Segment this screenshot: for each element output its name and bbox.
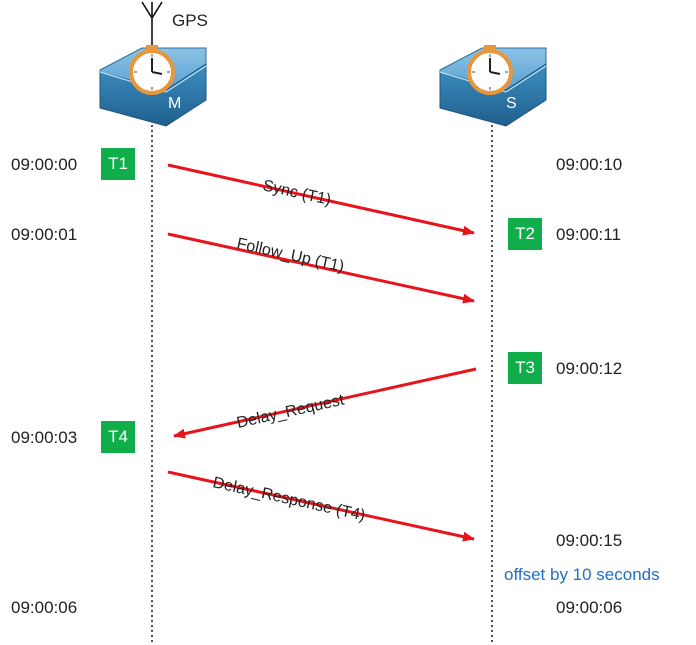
follow-up-message: Follow_Up (T1): [167, 232, 475, 304]
t1-badge: T1: [101, 148, 135, 180]
delay-request-label: Delay_Request: [235, 392, 346, 432]
t4-badge: T4: [101, 421, 135, 453]
slave-clock-device-icon: S: [439, 45, 547, 127]
sync-label: Sync (T1): [261, 177, 332, 209]
master-time-end: 09:00:06: [11, 598, 78, 617]
delay-request-message: Delay_Request: [173, 367, 477, 439]
t2-badge: T2: [508, 218, 542, 250]
master-clock-device-icon: M: [99, 45, 207, 127]
offset-note: offset by 10 seconds: [504, 565, 660, 584]
slave-time-delay-response: 09:00:15: [556, 531, 623, 550]
master-time-delay-request: 09:00:03: [11, 428, 78, 447]
t3-badge: T3: [508, 352, 542, 384]
slave-time-t2: 09:00:11: [556, 225, 621, 244]
gps-label: GPS: [172, 11, 208, 30]
master-letter: M: [168, 95, 181, 112]
delay-response-label: Delay_Response (T4): [211, 474, 367, 524]
slave-time-t3: 09:00:12: [556, 359, 623, 378]
slave-letter: S: [506, 95, 517, 112]
follow-up-label: Follow_Up (T1): [235, 235, 345, 275]
delay-response-message: Delay_Response (T4): [167, 470, 475, 542]
master-time-sync: 09:00:00: [11, 155, 78, 174]
sync-message: Sync (T1): [167, 163, 475, 236]
master-time-follow-up: 09:00:01: [11, 225, 78, 244]
slave-time-end: 09:00:06: [556, 598, 623, 617]
slave-time-sync: 09:00:10: [556, 155, 623, 174]
